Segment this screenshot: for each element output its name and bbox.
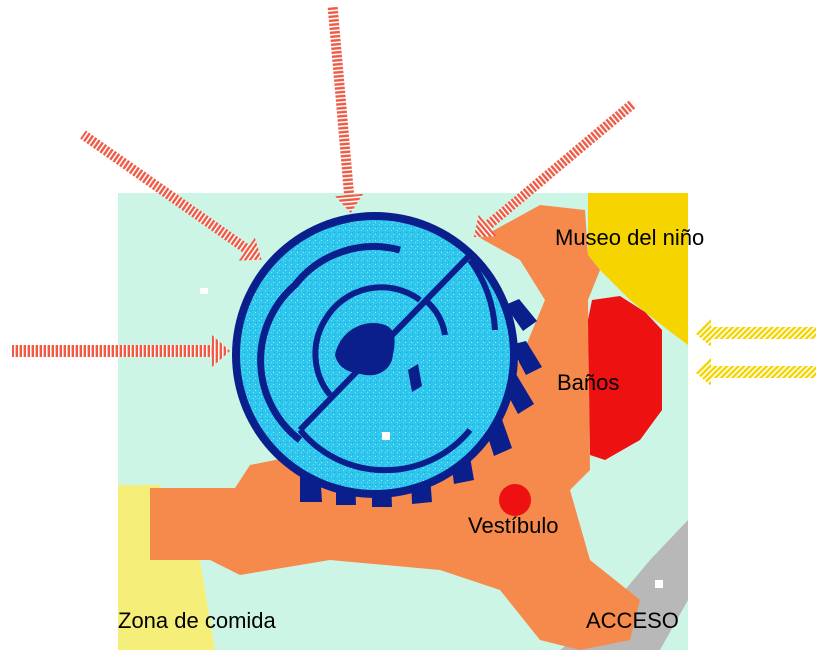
dome-right-mark (408, 364, 422, 392)
label-comida: Zona de comida (118, 608, 277, 633)
access-path (560, 520, 688, 650)
arrow-icon (327, 5, 364, 213)
arrow-icon (473, 99, 637, 238)
arrow-icon (695, 358, 816, 386)
arrow-icon (12, 335, 230, 367)
arrow-icon (80, 130, 262, 261)
label-museo: Museo del niño (555, 225, 704, 250)
dome-building (200, 212, 542, 507)
dome-center-blob (335, 323, 395, 376)
access-path-marker (655, 580, 663, 588)
dome-white-dot (200, 288, 208, 294)
dome-white-dot (382, 432, 390, 440)
dome-arc-bottom (297, 428, 473, 474)
arrow-icon (695, 319, 816, 347)
label-vestibulo: Vestíbulo (468, 513, 559, 538)
museum-zone (588, 193, 688, 345)
food-zone (118, 485, 215, 650)
wind-arrows (695, 319, 816, 386)
dome-arc-right (467, 258, 498, 331)
label-acceso: ACCESO (586, 608, 679, 633)
dome-arc-outer (257, 243, 401, 443)
solar-arrows (12, 5, 637, 367)
main-hall (150, 205, 640, 650)
label-banos: Baños (557, 370, 619, 395)
dome-arc-inner (312, 284, 422, 397)
baths-zone (588, 296, 662, 460)
lobby-dot (499, 484, 531, 516)
